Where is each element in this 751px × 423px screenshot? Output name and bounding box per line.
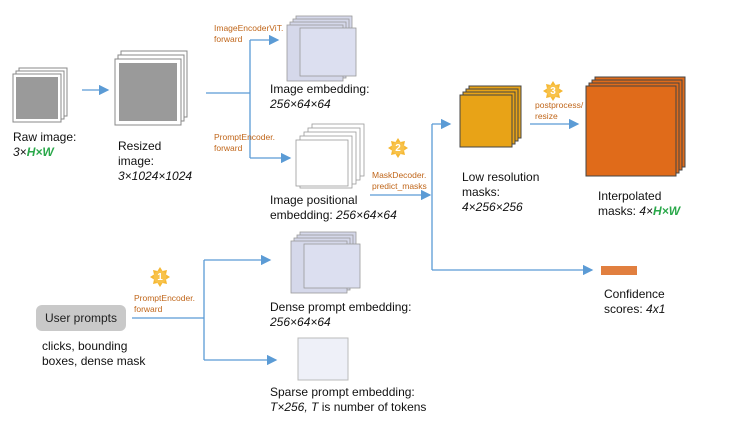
user-prompts-desc-line1: clicks, bounding (42, 339, 128, 353)
step-badge-2: 2 (387, 137, 409, 159)
resized-image-label: Resized image: 3×1024×1024 (118, 139, 192, 184)
mask-decoder-fn-label: MaskDecoder. predict_masks (372, 170, 427, 192)
raw-image-title: Raw image: (13, 130, 77, 144)
image-pos-embedding-line1: Image positional (270, 193, 358, 207)
prompt-encoder-fn-bottom-line1: PromptEncoder. (134, 293, 195, 303)
prompt-encoder-fn-bottom-label: PromptEncoder. forward (134, 293, 195, 315)
low-res-masks-label: Low resolution masks: 4×256×256 (462, 170, 539, 215)
user-prompts-desc: clicks, bounding boxes, dense mask (42, 339, 145, 369)
confidence-dims: 4x1 (646, 302, 666, 316)
sparse-embedding-dims: T×256, T (270, 400, 319, 414)
raw-image-label: Raw image: 3×H×W (13, 130, 76, 160)
interpolated-masks-prefix: masks: (598, 204, 640, 218)
raw-image-stack (12, 67, 68, 123)
low-res-masks-line2: masks: (462, 185, 501, 199)
dense-embedding-label: Dense prompt embedding: 256×64×64 (270, 300, 411, 330)
step-badge-3: 3 (542, 80, 564, 102)
low-res-mask-stack (459, 85, 522, 148)
arrows (82, 34, 594, 366)
interpolated-masks-dims-var: H×W (653, 204, 681, 218)
image-embedding-dims: 256×64×64 (270, 97, 331, 111)
mask-decoder-fn-line1: MaskDecoder. (372, 170, 427, 180)
confidence-prefix: scores: (604, 302, 647, 316)
raw-image-dims-var: H×W (26, 145, 54, 159)
low-res-masks-dims: 4×256×256 (462, 200, 523, 214)
prompt-encoder-fn-top-line2: forward (214, 143, 243, 153)
resized-image-stack (114, 50, 188, 126)
step-badge-2-number: 2 (395, 143, 401, 154)
prompt-encoder-fn-top-line1: PromptEncoder. (214, 132, 275, 142)
confidence-line1: Confidence (604, 287, 665, 301)
image-pos-embedding-prefix: embedding: (270, 208, 337, 222)
raw-image-dims-prefix: 3× (13, 145, 27, 159)
resized-image-line2: image: (118, 154, 155, 168)
step-badge-1: 1 (149, 266, 171, 288)
sparse-embedding-label: Sparse prompt embedding: T×256, T is num… (270, 385, 426, 415)
resized-image-line1: Resized (118, 139, 162, 153)
low-res-masks-line1: Low resolution (462, 170, 540, 184)
step-badge-1-number: 1 (157, 272, 163, 283)
prompt-encoder-fn-bottom-line2: forward (134, 304, 163, 314)
badge-2-icon (388, 138, 408, 158)
postprocess-fn-line1: postprocess/ (535, 100, 584, 110)
user-prompts-desc-line2: boxes, dense mask (42, 354, 146, 368)
confidence-bar (601, 266, 637, 275)
badge-3-icon (543, 81, 563, 101)
dense-embedding-stack (290, 231, 361, 294)
image-encoder-fn-line2: forward (214, 34, 243, 44)
badge-1-icon (150, 267, 170, 287)
sparse-embedding-rest: is number of tokens (318, 400, 427, 414)
postprocess-fn-line2: resize (535, 111, 558, 121)
interpolated-mask-stack (585, 76, 686, 177)
image-embedding-title: Image embedding: (270, 82, 370, 96)
prompt-encoder-fn-top-label: PromptEncoder. forward (214, 132, 275, 154)
dense-embedding-dims: 256×64×64 (270, 315, 331, 329)
image-embedding-label: Image embedding: 256×64×64 (270, 82, 369, 112)
resized-image-dims: 3×1024×1024 (118, 169, 193, 183)
image-encoder-fn-line1: ImageEncoderViT. (214, 23, 284, 33)
image-pos-embedding-label: Image positional embedding: 256×64×64 (270, 193, 397, 223)
sparse-embedding-box (297, 337, 349, 381)
confidence-label: Confidence scores: 4x1 (604, 287, 665, 317)
image-pos-embedding-stack (295, 123, 365, 189)
mask-decoder-fn-line2: predict_masks (372, 181, 427, 191)
interpolated-masks-dims-prefix: 4× (639, 204, 654, 218)
interpolated-masks-line1: Interpolated (598, 189, 662, 203)
user-prompts-box: User prompts (36, 305, 126, 331)
interpolated-masks-label: Interpolated masks: 4×H×W (598, 189, 680, 219)
dense-embedding-title: Dense prompt embedding: (270, 300, 412, 314)
image-pos-embedding-dims: 256×64×64 (336, 208, 397, 222)
postprocess-fn-label: postprocess/ resize (535, 100, 583, 122)
image-encoder-fn-label: ImageEncoderViT. forward (214, 23, 283, 45)
sparse-embedding-title: Sparse prompt embedding: (270, 385, 415, 399)
image-embedding-stack (286, 15, 357, 82)
step-badge-3-number: 3 (550, 86, 556, 97)
